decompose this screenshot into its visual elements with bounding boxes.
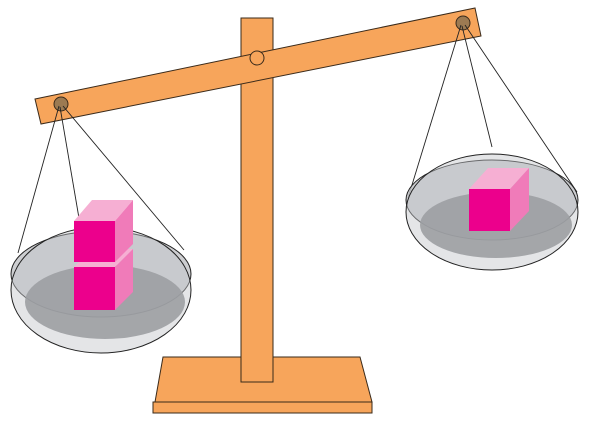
base-front-face: [153, 402, 372, 413]
left-pan: [11, 200, 191, 353]
right-hook: [456, 16, 470, 30]
beam-pivot: [250, 51, 264, 65]
left-cube-top: [74, 200, 133, 262]
right-pan: [406, 154, 578, 270]
